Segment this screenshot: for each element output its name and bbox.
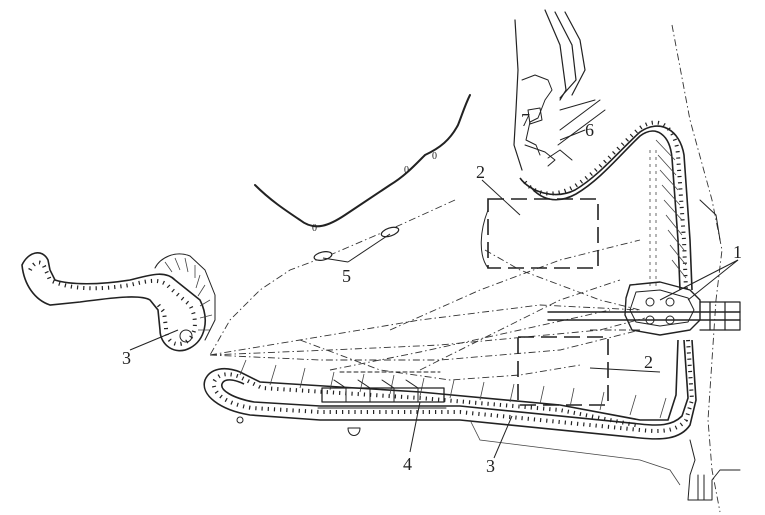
navigation-routes xyxy=(209,199,646,381)
label-3-left: 3 xyxy=(122,348,131,368)
buoy-b xyxy=(380,226,400,238)
label-4-wharf: 4 xyxy=(403,454,412,474)
anchorage-zones xyxy=(480,198,609,406)
contour-label-0-a: 0 xyxy=(312,223,317,234)
breakwater-left xyxy=(21,252,216,352)
pier xyxy=(547,281,741,336)
contour-label-0-b: 0 xyxy=(404,165,409,176)
contour-label-0-c: 0 xyxy=(432,151,437,162)
buoys xyxy=(313,226,400,261)
anchorage-zone-lower xyxy=(517,336,609,406)
contour-line: 0 0 0 xyxy=(254,94,471,234)
label-1-pier: 1 xyxy=(733,242,742,262)
buoy-a xyxy=(313,251,333,261)
breakwater-main xyxy=(203,339,741,501)
label-6-building: 6 xyxy=(585,120,594,140)
anchorage-zone-upper xyxy=(487,198,599,269)
wharf-blocks xyxy=(317,371,447,409)
label-5-buoys: 5 xyxy=(342,266,351,286)
label-7-building: 7 xyxy=(521,110,530,130)
label-3-bottom: 3 xyxy=(486,456,495,476)
label-2-upper: 2 xyxy=(476,162,485,182)
shoreline xyxy=(671,24,723,513)
breakwater-right xyxy=(519,120,693,291)
label-2-lower: 2 xyxy=(644,352,653,372)
labels: 1 2 2 3 3 4 5 6 7 xyxy=(122,110,742,476)
leader-lines xyxy=(129,129,739,459)
land-buildings xyxy=(513,9,606,171)
